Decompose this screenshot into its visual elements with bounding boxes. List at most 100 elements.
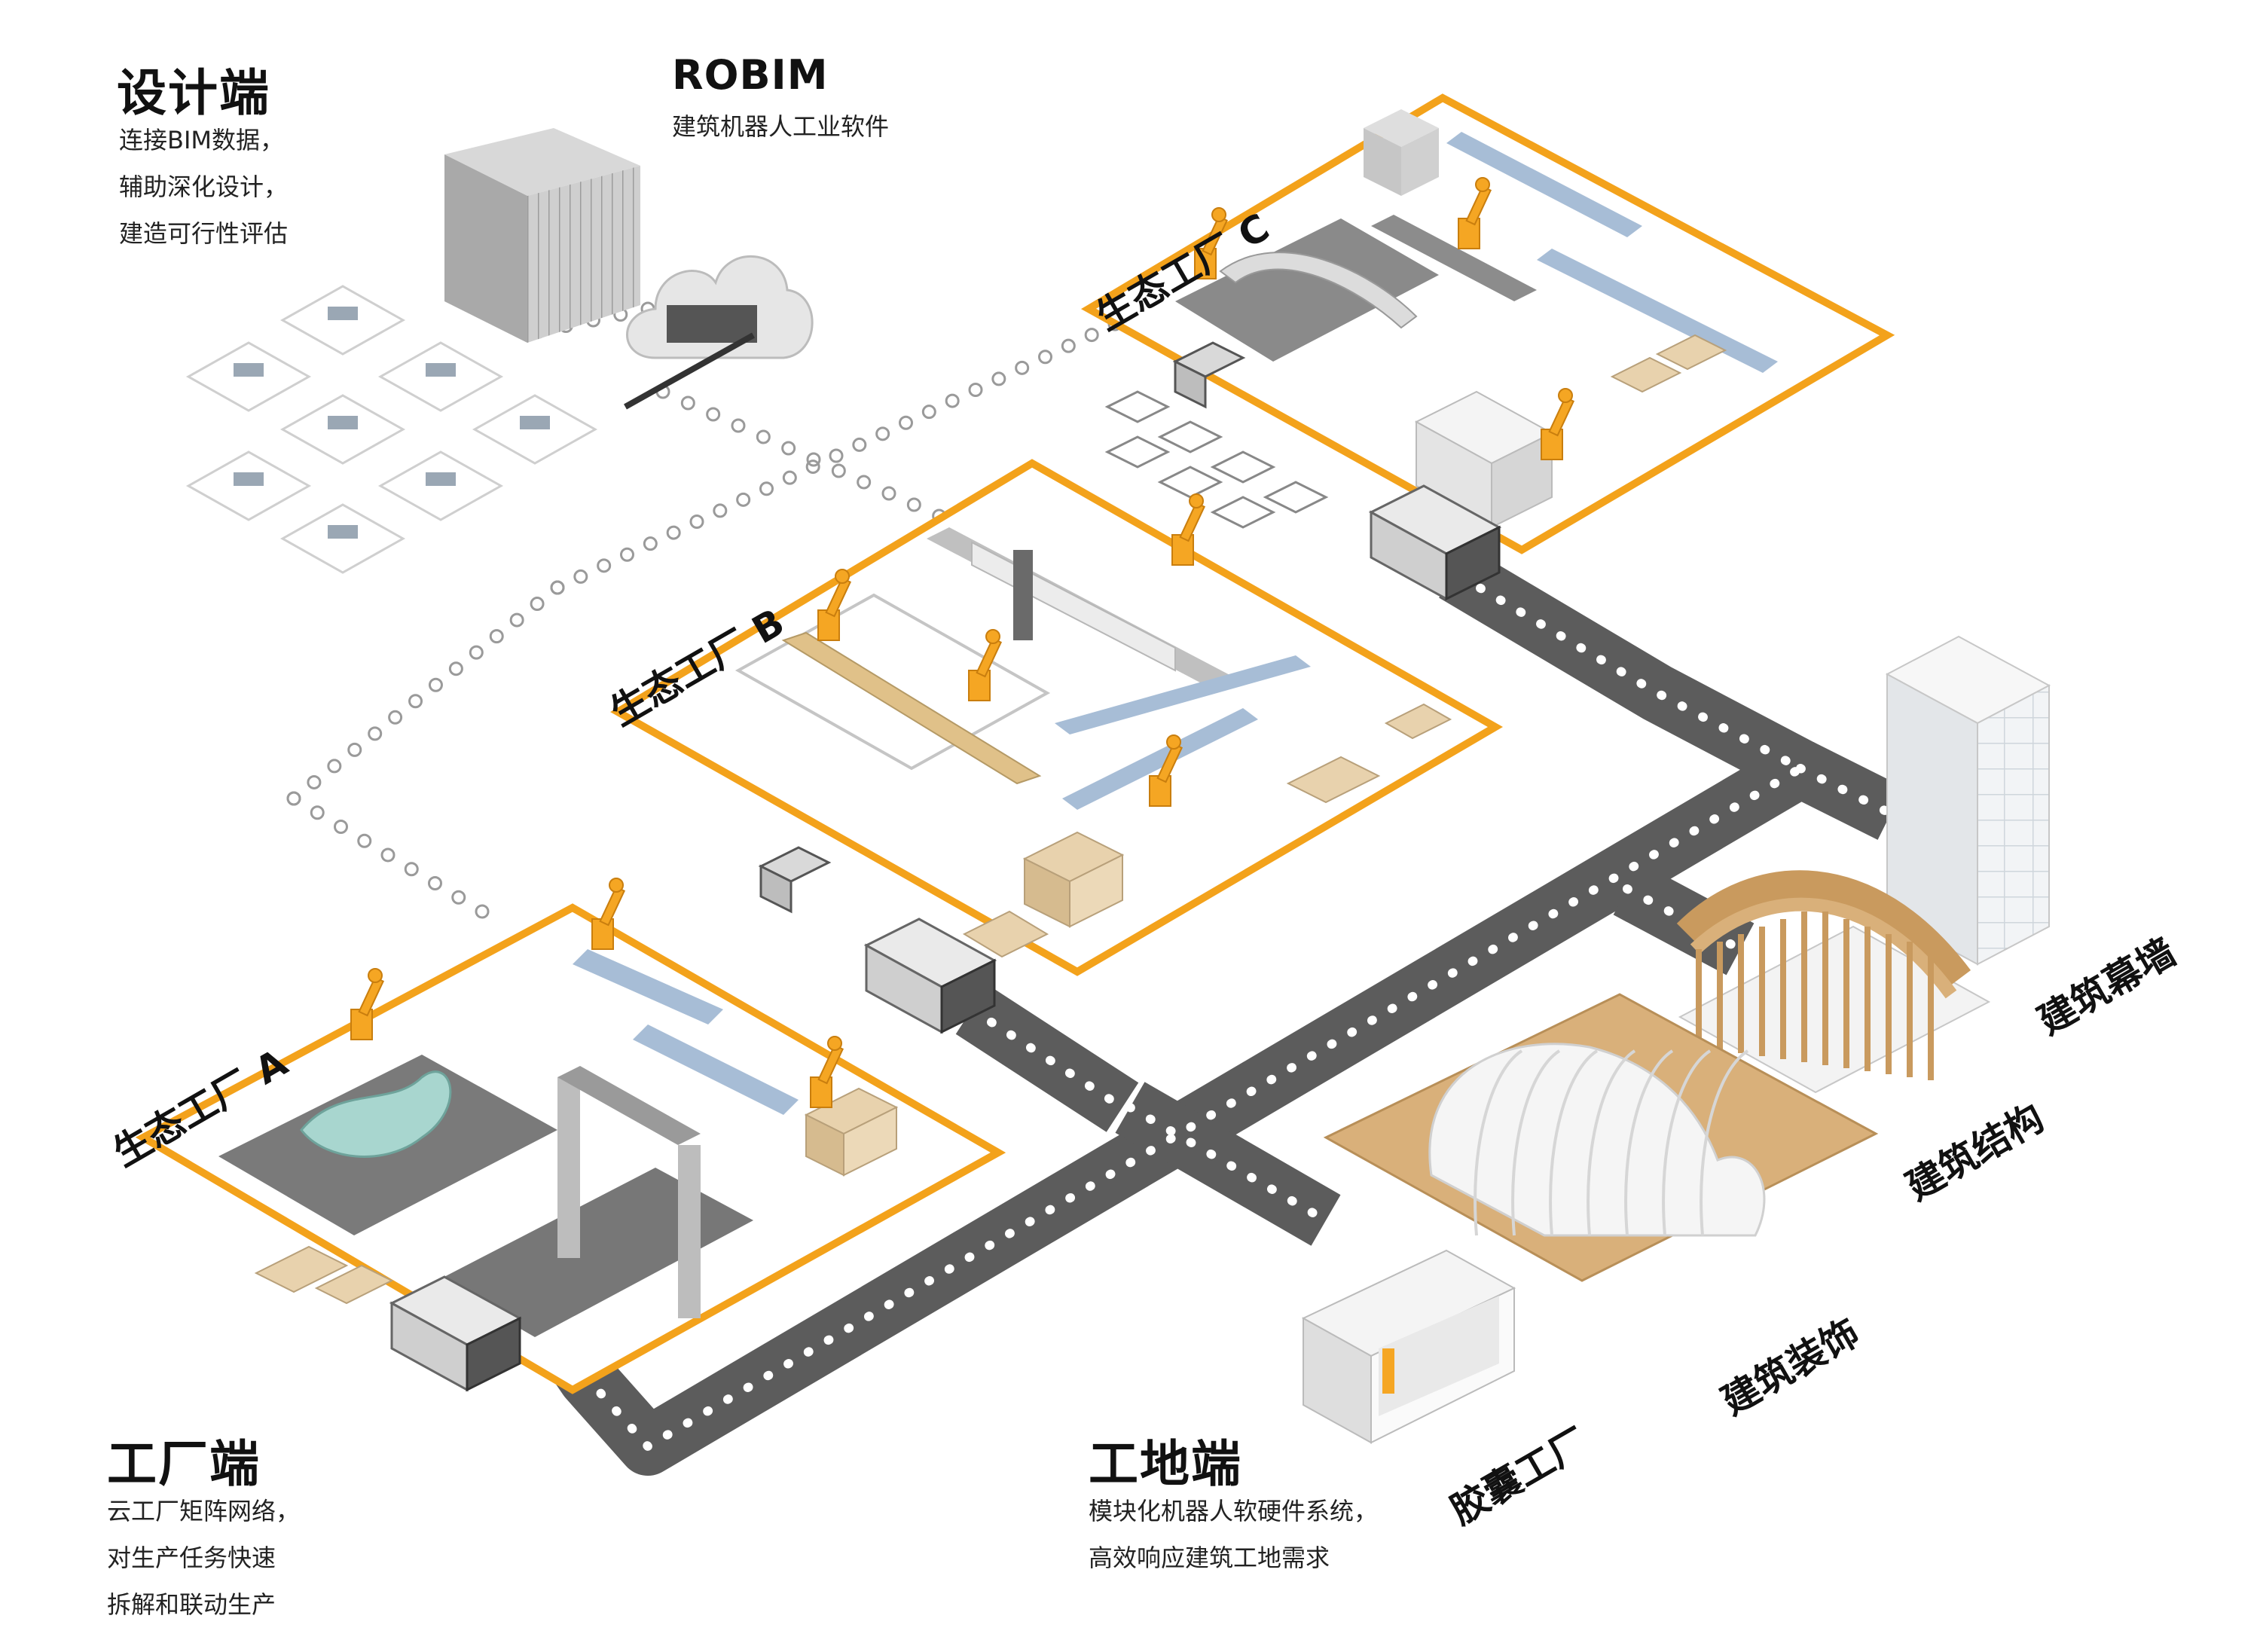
truck [389, 1275, 523, 1392]
timber-pavilion [1676, 870, 1991, 1094]
design-end-title: 设计端 [117, 64, 270, 122]
robot-arm [1194, 207, 1229, 279]
link-dot [388, 710, 403, 725]
cloud-icon [624, 255, 814, 410]
site-line-2: 高效响应建筑工地需求 [1089, 1544, 1330, 1572]
dome-icon [1323, 993, 1879, 1282]
link-dot [597, 558, 612, 573]
eco-factory-b [610, 459, 1504, 976]
eco-factory-c [1080, 93, 1895, 554]
capsule-factory [1301, 1249, 1516, 1444]
cage-rack [1157, 466, 1223, 499]
dome-rib [1700, 1049, 1749, 1236]
link-dot [806, 452, 821, 467]
link-dot [448, 661, 463, 676]
link-dot [756, 429, 771, 444]
monitor-icon [520, 416, 550, 429]
link-dot [404, 862, 419, 877]
robot-arm [968, 629, 1003, 701]
link-dot [805, 460, 820, 475]
design-line-3: 建造可行性评估 [119, 219, 289, 248]
link-dot [968, 383, 983, 397]
factory-line-2: 对生产任务快速 [107, 1544, 276, 1572]
link-dot [731, 418, 746, 433]
link-dot [307, 774, 322, 789]
link-dot [831, 463, 846, 478]
link-dot [620, 547, 634, 562]
link-dot [713, 503, 728, 518]
truck-icon [389, 484, 1502, 1392]
link-dot [334, 820, 348, 834]
robot-arm [350, 968, 385, 1040]
robot-arm [1149, 734, 1183, 807]
monitor-icon [328, 307, 358, 320]
truck [863, 918, 997, 1034]
link-dot [643, 536, 658, 551]
tower-icon [1885, 635, 2051, 966]
robot-arm [817, 569, 852, 641]
link-dot [469, 645, 484, 660]
link-dot [1061, 338, 1076, 353]
robot-arm [810, 1036, 844, 1108]
box-stack-a [254, 1087, 899, 1305]
robim-title: ROBIM [672, 51, 829, 99]
link-dot [347, 742, 362, 757]
box-stack-b [962, 703, 1452, 958]
link-dot [1015, 360, 1030, 375]
cage-rack [1157, 420, 1223, 453]
link-dot [666, 525, 681, 540]
server-icon [444, 128, 640, 343]
link-dot [286, 791, 301, 806]
monitor-icon [234, 363, 264, 377]
link-dot [327, 759, 342, 774]
link-dot [380, 847, 396, 863]
link-dot [489, 629, 504, 644]
link-dot [428, 876, 442, 890]
cage-racks [1104, 390, 1329, 529]
dome-rib [1474, 1049, 1523, 1236]
link-dot [530, 597, 545, 612]
link-dot [991, 371, 1006, 386]
robot-arm-icon [350, 177, 1575, 1108]
cage-rack [1263, 481, 1329, 514]
link-dot [945, 393, 960, 408]
factory-end-title: 工厂端 [107, 1435, 261, 1493]
cage-rack [1104, 435, 1171, 469]
link-dot [706, 407, 721, 422]
monitor-icon [426, 363, 456, 377]
link-dot [906, 497, 921, 512]
link-dot [881, 486, 896, 501]
site-end-description: 模块化机器人软硬件系统， 高效响应建筑工地需求 [1089, 1488, 1378, 1581]
link-dot [1084, 328, 1099, 343]
link-dot [1038, 350, 1052, 365]
link-dot [475, 904, 490, 919]
robim-subtitle: 建筑机器人工业软件 [672, 112, 890, 141]
link-dot [573, 569, 588, 584]
link-dot [875, 426, 890, 441]
link-dot [428, 677, 443, 692]
dome-rib [1624, 1049, 1674, 1236]
link-dot [451, 890, 466, 905]
factory-end-description: 云工厂矩阵网络， 对生产任务快速 拆解和联动生产 [107, 1488, 300, 1628]
cage-rack [1104, 390, 1171, 423]
link-dot [550, 580, 565, 595]
monitor-icon [234, 472, 264, 486]
forklift-icon [758, 341, 1246, 914]
link-dot [782, 470, 797, 485]
link-dot [736, 492, 751, 507]
truck [1368, 484, 1502, 601]
link-dot [781, 441, 796, 456]
site-line-1: 模块化机器人软硬件系统， [1089, 1497, 1379, 1525]
dome-rib [1549, 1049, 1599, 1236]
cage-rack [1210, 496, 1276, 529]
link-dot [921, 405, 936, 420]
link-dot [509, 612, 524, 628]
link-dot [357, 833, 372, 848]
robot-arm [1171, 493, 1206, 566]
design-line-2: 辅助深化设计， [119, 173, 289, 201]
link-dot [857, 475, 872, 490]
link-dot [829, 448, 844, 463]
design-end-description: 连接BIM数据， 辅助深化设计， 建造可行性评估 [119, 117, 288, 257]
monitor-icon [328, 416, 358, 429]
